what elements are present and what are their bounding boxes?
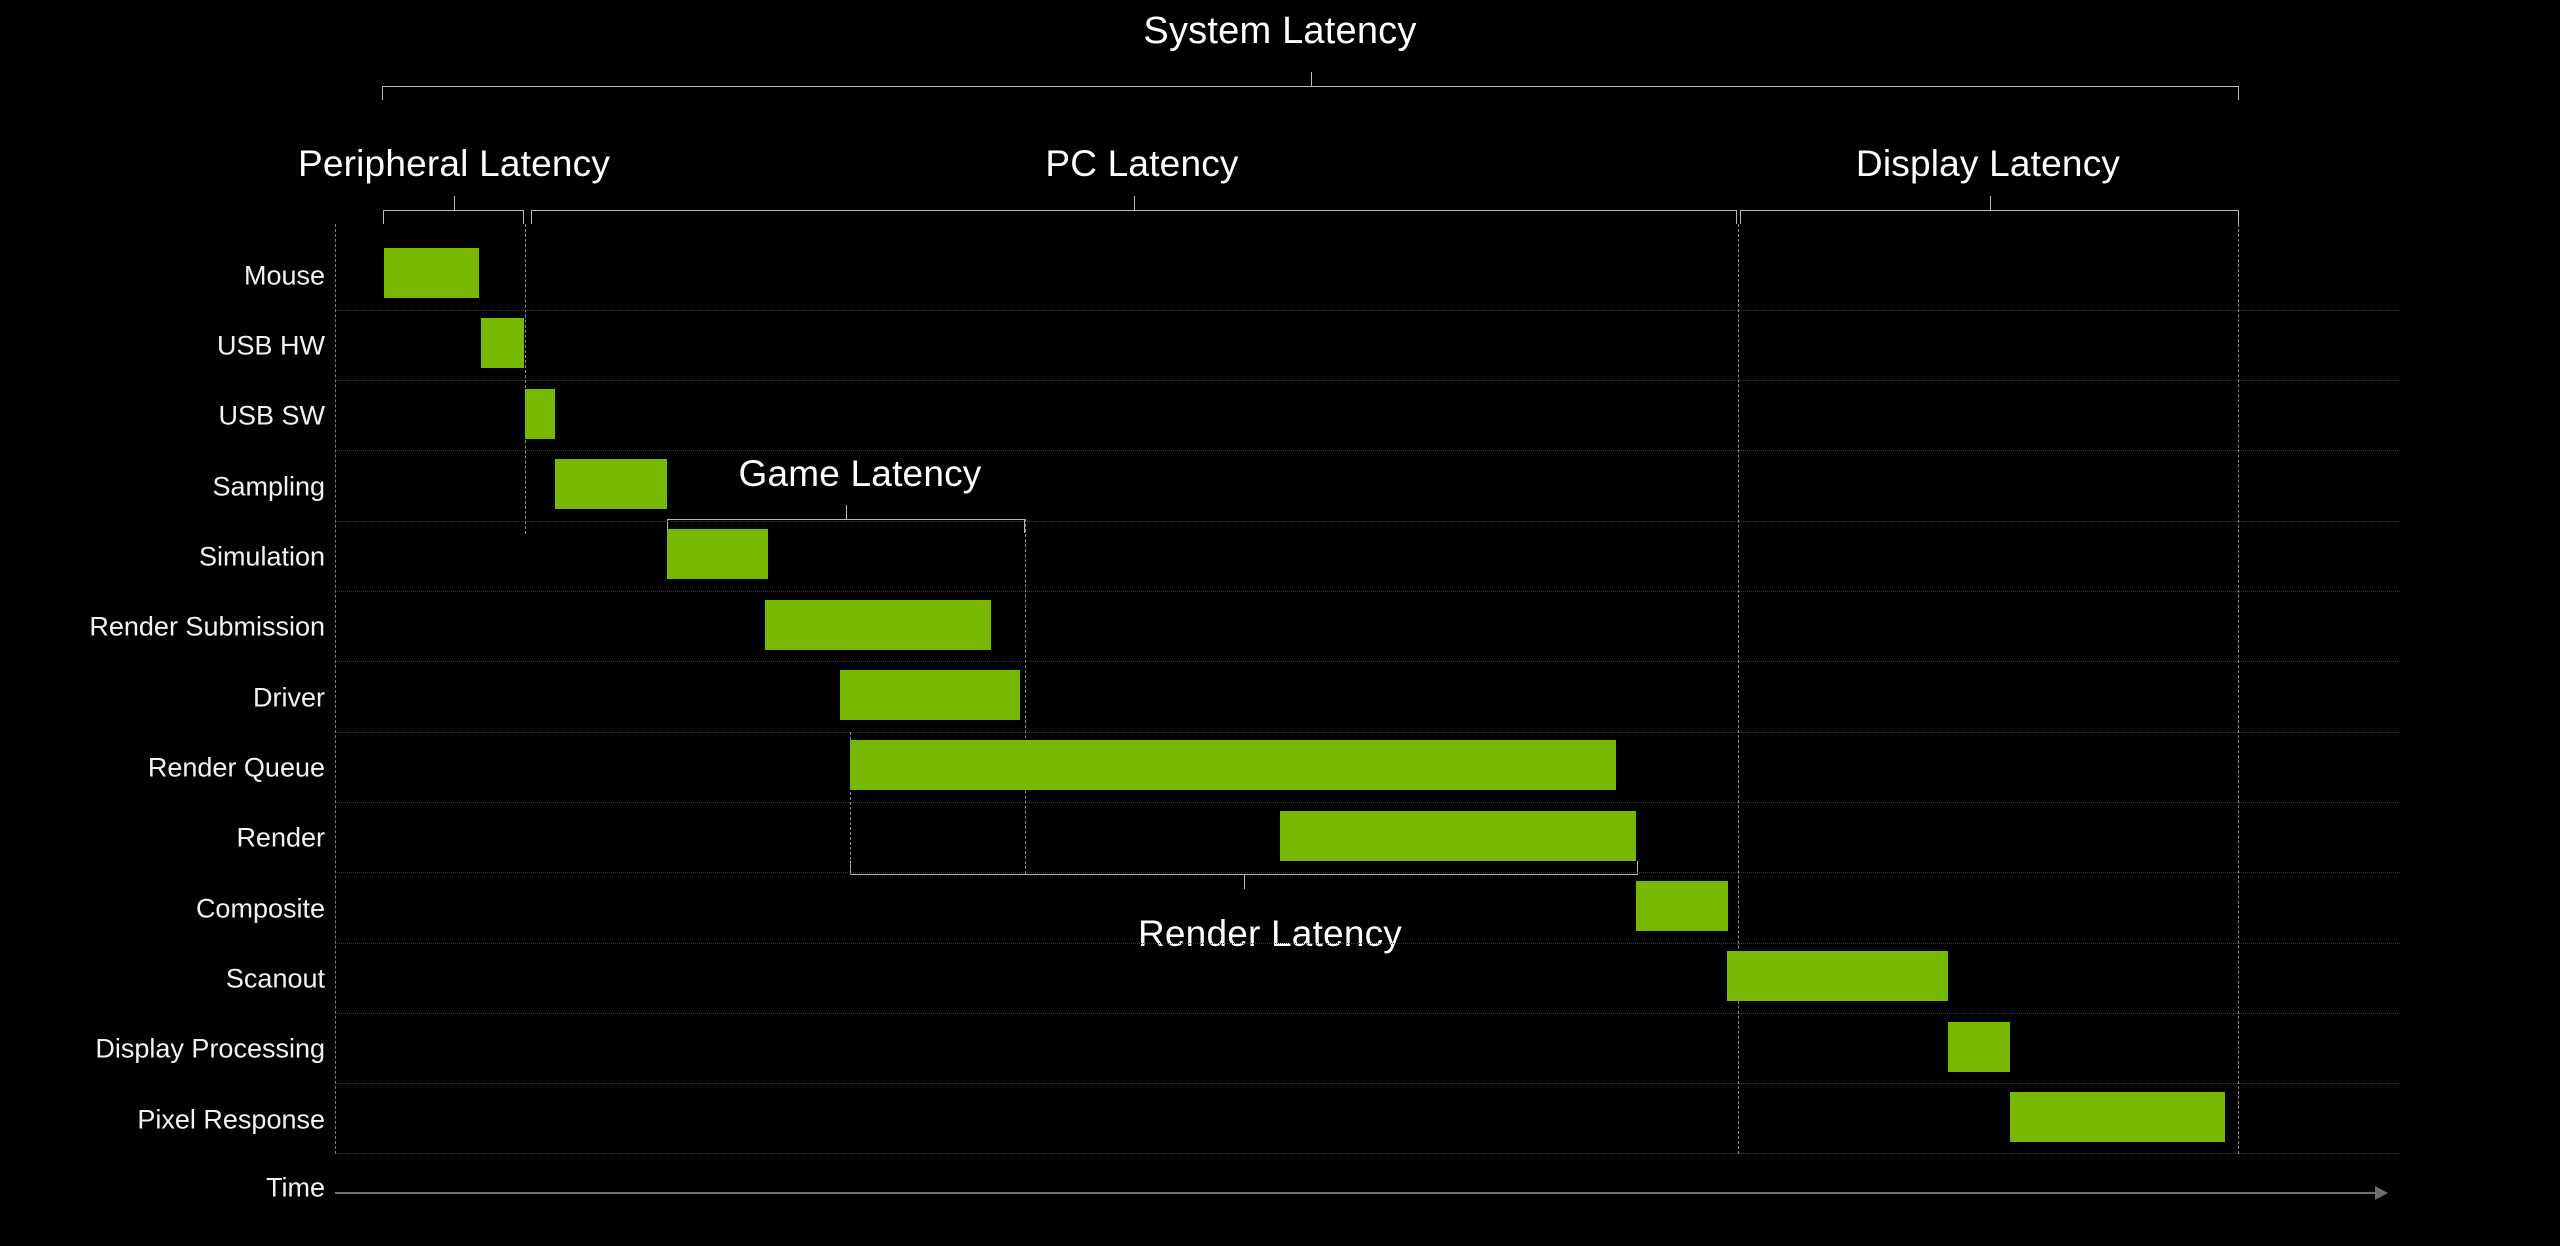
bar-display-processing <box>1948 1022 2010 1072</box>
display-bracket-leg-left <box>1740 210 1741 224</box>
bar-composite <box>1636 881 1728 931</box>
row-label-render: Render <box>236 822 325 853</box>
bar-scanout <box>1727 951 1948 1001</box>
bar-render-submission <box>765 600 991 650</box>
row-label-render-submission: Render Submission <box>89 611 325 642</box>
display-bracket-stem <box>1989 196 1991 210</box>
render-latency-title: Render Latency <box>1137 913 1403 954</box>
gridline <box>335 591 2400 592</box>
bar-usb-sw <box>525 389 555 439</box>
display-latency-title: Display Latency <box>1855 143 2121 184</box>
bar-driver <box>840 670 1020 720</box>
game-bracket-leg-left <box>667 519 668 533</box>
pc-bracket-leg-left <box>531 210 532 224</box>
row-label-simulation: Simulation <box>198 541 325 572</box>
gridline <box>335 310 2400 311</box>
gridline <box>335 1153 2400 1154</box>
row-label-render-queue: Render Queue <box>147 752 325 783</box>
bar-sampling <box>555 459 667 509</box>
bar-render-queue <box>850 740 1616 790</box>
peripheral-bracket-leg-right <box>523 210 524 224</box>
game-bracket-leg-right <box>1024 519 1025 533</box>
bar-usb-hw <box>481 318 524 368</box>
render-bracket-line <box>850 874 1638 875</box>
row-label-scanout: Scanout <box>225 963 325 994</box>
gridline <box>335 450 2400 451</box>
peripheral-bracket-line <box>383 210 524 211</box>
section-separator-game-right <box>1025 519 1026 874</box>
gridline <box>335 1013 2400 1014</box>
peripheral-bracket-leg-left <box>383 210 384 224</box>
row-label-mouse: Mouse <box>243 260 325 291</box>
bar-render <box>1280 811 1636 861</box>
row-label-composite: Composite <box>195 893 325 924</box>
gridline <box>335 1083 2400 1084</box>
display-bracket-leg-right <box>2238 210 2239 224</box>
gridline <box>335 521 2400 522</box>
gridline <box>335 872 2400 873</box>
system-bracket-leg-left <box>382 86 383 100</box>
time-axis-line <box>335 1192 2375 1194</box>
gridline <box>335 661 2400 662</box>
peripheral-bracket-stem <box>453 196 455 210</box>
render-bracket-leg-right <box>1637 861 1638 875</box>
render-bracket-stem <box>1244 875 1245 889</box>
section-separator-pc-display <box>1738 224 1739 1154</box>
game-latency-title: Game Latency <box>738 453 982 494</box>
display-bracket-line <box>1740 210 2239 211</box>
system-bracket-line <box>382 86 2239 87</box>
bar-pixel-response <box>2010 1092 2225 1142</box>
game-bracket-line <box>667 519 1025 520</box>
section-separator-system-right <box>2238 224 2239 1154</box>
time-axis-arrow-icon <box>2375 1186 2388 1200</box>
peripheral-latency-title: Peripheral Latency <box>297 143 611 184</box>
bar-simulation <box>667 529 768 579</box>
system-bracket-leg-right <box>2238 86 2239 100</box>
y-axis-line <box>335 224 336 1154</box>
row-label-pixel-response: Pixel Response <box>137 1104 325 1135</box>
row-label-usb-sw: USB SW <box>218 400 325 431</box>
section-separator-render-left <box>850 732 851 875</box>
row-label-display-processing: Display Processing <box>95 1033 325 1064</box>
pc-bracket-line <box>531 210 1737 211</box>
system-bracket-stem <box>1310 72 1312 86</box>
gridline <box>335 802 2400 803</box>
gridline <box>335 732 2400 733</box>
pc-latency-title: PC Latency <box>1045 143 1239 184</box>
pc-bracket-stem <box>1134 196 1135 210</box>
row-label-usb-hw: USB HW <box>217 330 325 361</box>
bar-mouse <box>384 248 479 298</box>
system-latency-title: System Latency <box>1143 10 1417 52</box>
pc-bracket-leg-right <box>1736 210 1737 224</box>
game-bracket-stem <box>846 505 847 519</box>
time-axis-label: Time <box>266 1172 325 1203</box>
row-label-driver: Driver <box>253 682 325 713</box>
section-separator-peripheral-pc <box>525 224 526 534</box>
gridline <box>335 380 2400 381</box>
gridline <box>335 943 2400 944</box>
row-label-sampling: Sampling <box>212 471 325 502</box>
